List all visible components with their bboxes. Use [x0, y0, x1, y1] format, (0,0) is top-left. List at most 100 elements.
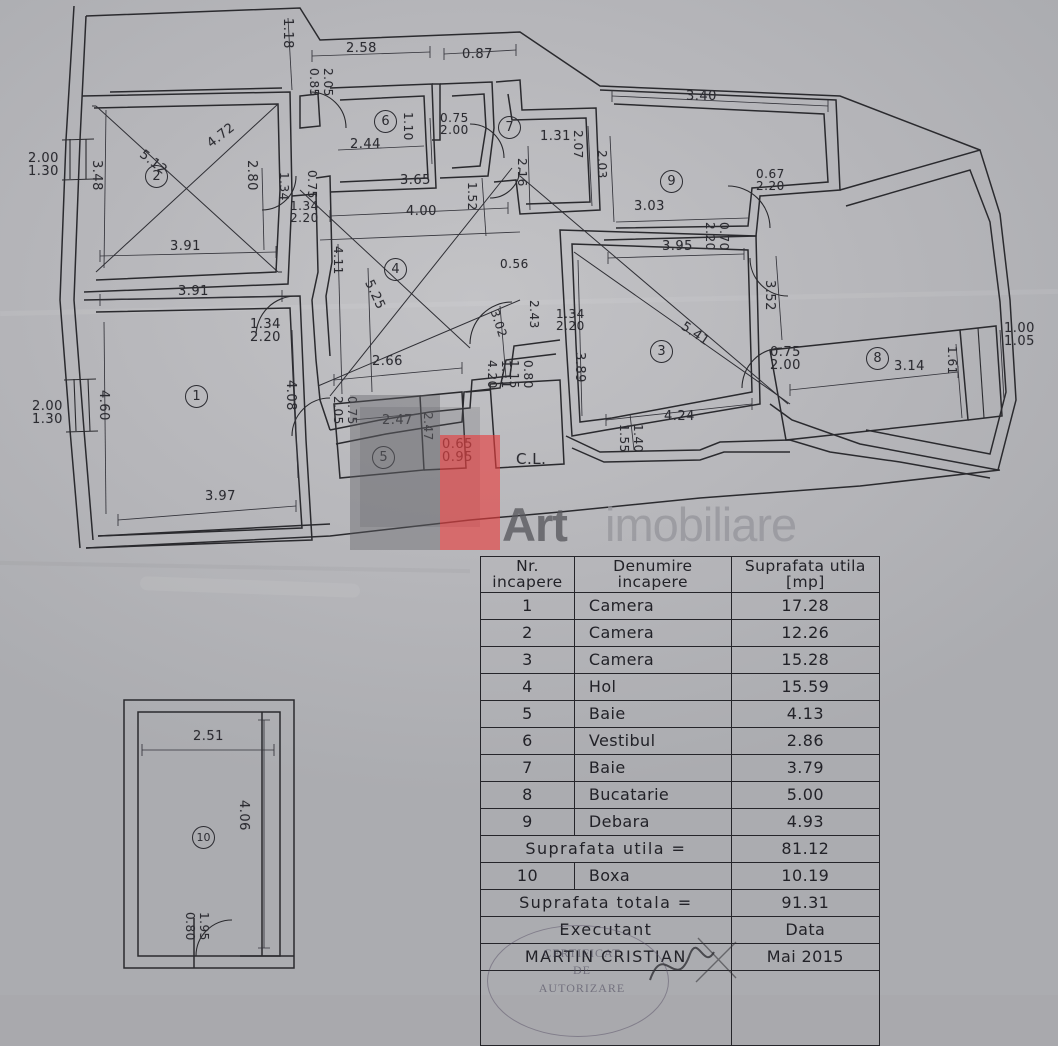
dimension-label: 0.87 — [462, 47, 493, 62]
cell-name: Vestibul — [573, 726, 732, 755]
dimension-label: 3.48 — [89, 160, 104, 191]
authorization-stamp-ring — [487, 925, 669, 1037]
dimension-label: 3.03 — [634, 199, 665, 214]
dimension-label: 3.91 — [178, 284, 209, 299]
dimension-label: 1.40 — [631, 424, 645, 453]
cell-area: 4.93 — [730, 807, 881, 836]
cell-nr: 3 — [480, 645, 575, 674]
dimension-label: 3.97 — [205, 489, 236, 504]
dimension-label: 2.66 — [372, 354, 403, 369]
room-number-2: 2 — [145, 165, 168, 188]
cell-area: 3.79 — [730, 753, 881, 782]
cell-nr: 4 — [480, 672, 575, 701]
header-name: Denumire incapere — [573, 556, 732, 593]
cell-area: 4.13 — [730, 699, 881, 728]
room-number-10: 10 — [192, 826, 215, 849]
cell-area: 15.28 — [730, 645, 881, 674]
dimension-label: 2.47 — [421, 412, 435, 441]
cell-nr: 7 — [480, 753, 575, 782]
dimension-label: 3.95 — [662, 239, 693, 254]
cell-name: Camera — [573, 618, 732, 647]
total-value: 91.31 — [730, 888, 881, 917]
dimension-label: 1.15 — [507, 360, 521, 389]
header-name-line2: incapere — [617, 573, 688, 592]
boxa-door-height-label: 1.95 — [197, 912, 211, 941]
cell-area: 12.26 — [730, 618, 881, 647]
boxa-door-width-label: 0.80 — [183, 912, 197, 941]
cell-area: 17.28 — [730, 591, 881, 620]
room-number-6: 6 — [374, 110, 397, 133]
dimension-label: 0.75 — [345, 396, 359, 425]
total-row: Suprafata totala = 91.31 — [480, 888, 881, 917]
cell-area: 5.00 — [730, 780, 881, 809]
data-label: Data — [730, 915, 881, 944]
dimension-label: 2.43 — [527, 300, 541, 329]
floor-plan-drawing — [59, 5, 1017, 549]
header-nr-line1: Nr. — [516, 557, 539, 575]
cell-area: 10.19 — [730, 861, 881, 890]
cell-name: Bucatarie — [573, 780, 732, 809]
cell-name: Boxa — [573, 861, 732, 890]
dimension-label: 2.07 — [571, 130, 585, 159]
cell-name: Baie — [573, 753, 732, 782]
dimension-label: 2.80 — [244, 160, 259, 191]
dimension-label: 1.31 — [540, 129, 571, 144]
cell-area: 2.86 — [730, 726, 881, 755]
subtotal-value: 81.12 — [730, 834, 881, 863]
room-number-9: 9 — [660, 170, 683, 193]
cell-nr: 1 — [480, 591, 575, 620]
dimension-label: 3.40 — [686, 89, 717, 104]
header-area-line1: Suprafata utila — [744, 557, 866, 575]
boxa-width-label: 2.51 — [193, 729, 224, 744]
cell-name: Camera — [573, 591, 732, 620]
dimension-label: 3.89 — [572, 352, 587, 383]
dimension-label: 2.47 — [382, 413, 413, 428]
dimension-label: 2.20 — [703, 222, 717, 251]
dimension-label: 3.91 — [170, 239, 201, 254]
room-number-1: 1 — [185, 385, 208, 408]
data-value: Mai 2015 — [730, 942, 881, 971]
room-number-4: 4 — [384, 258, 407, 281]
dimension-label: 4.20 — [485, 360, 499, 389]
room-number-7: 7 — [498, 116, 521, 139]
dimension-label: 3.65 — [400, 173, 431, 188]
dimension-label: 2.05 — [321, 68, 335, 97]
dimension-label: 3.14 — [894, 359, 925, 374]
subtotal-label: Suprafata utila = — [480, 834, 732, 863]
dimension-label: 1.10 — [401, 112, 415, 141]
room-number-8: 8 — [866, 347, 889, 370]
header-nr-line2: incapere — [492, 573, 563, 592]
total-label: Suprafata totala = — [480, 888, 732, 917]
cell-nr: 5 — [480, 699, 575, 728]
dimension-label: 1.61 — [945, 346, 959, 375]
closet-label: C.L. — [516, 450, 547, 468]
cell-area: 15.59 — [730, 672, 881, 701]
dimension-label: 4.08 — [283, 380, 298, 411]
table-header-row: Nr. incapere Denumire incapere Suprafata… — [480, 556, 881, 593]
dimension-label: 1.18 — [280, 18, 295, 49]
dimension-label: 2.58 — [346, 41, 377, 56]
cell-nr: 2 — [480, 618, 575, 647]
room-number-3: 3 — [650, 340, 673, 363]
cell-nr: 6 — [480, 726, 575, 755]
dimension-label: 2.16 — [515, 158, 529, 187]
cell-nr: 8 — [480, 780, 575, 809]
stamp-empty-cell — [730, 969, 881, 1046]
room-number-5: 5 — [372, 446, 395, 469]
dimension-label: 2.05 — [331, 396, 345, 425]
dimension-label: 2.03 — [595, 150, 609, 179]
